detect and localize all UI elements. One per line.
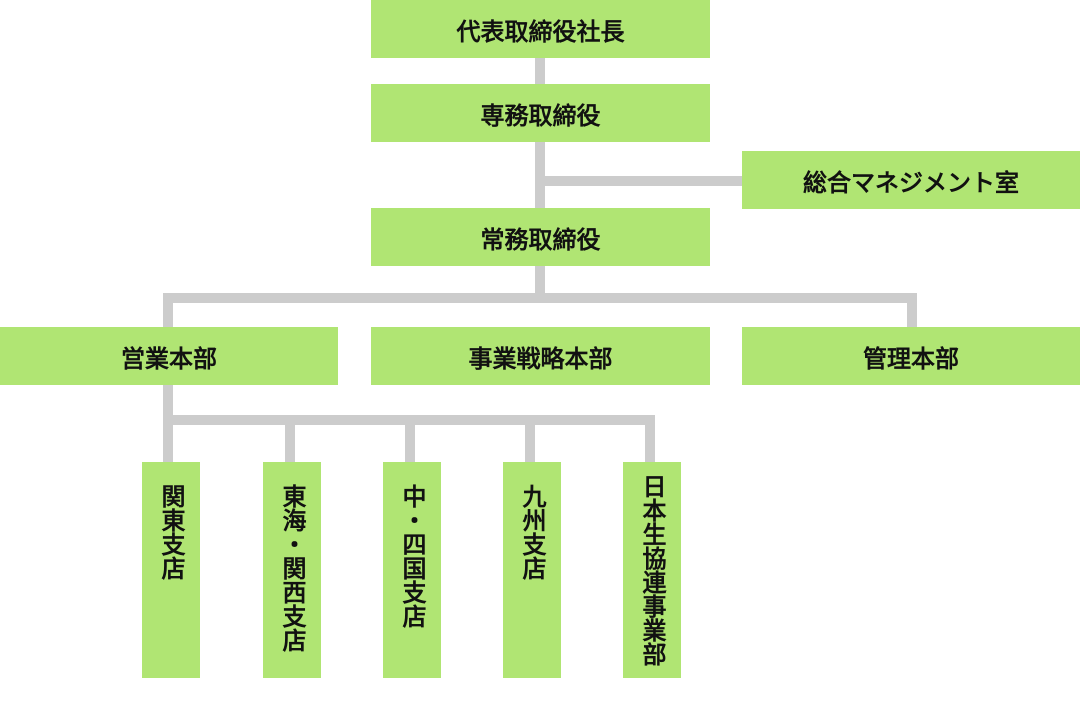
president-box: 代表取締役社長: [371, 0, 710, 58]
connector-president-senior: [535, 58, 545, 84]
connector-branch-5: [645, 415, 655, 463]
admin-division-box: 管理本部: [742, 327, 1080, 385]
sales-division-box: 営業本部: [0, 327, 338, 385]
senior-md-box: 専務取締役: [371, 84, 710, 142]
connector-branch-3: [405, 415, 415, 463]
connector-senior-md: [535, 142, 545, 208]
md-box: 常務取締役: [371, 208, 710, 266]
connector-sales-branches: [163, 385, 173, 425]
connector-sales-drop: [163, 293, 173, 327]
connector-branch-2: [285, 415, 295, 463]
connector-branch-4: [525, 415, 535, 463]
strategy-division-box: 事業戦略本部: [371, 327, 710, 385]
admin-division-label: 管理本部: [863, 344, 959, 373]
connector-mgmt-office: [540, 176, 742, 186]
branch-box-coop: 日本生協連事業部: [623, 462, 681, 678]
branch-box-tokai-kansai: 東海・関西支店: [263, 462, 321, 678]
connector-admin-drop: [907, 293, 917, 327]
branch-label-kyushu: 九州支店: [518, 484, 546, 580]
md-label: 常務取締役: [480, 225, 601, 254]
branch-box-chugoku-shikoku: 中・四国支店: [383, 462, 441, 678]
connector-branch-1: [163, 415, 173, 463]
branch-label-chugoku-shikoku: 中・四国支店: [398, 484, 426, 628]
mgmt-office-box: 総合マネジメント室: [742, 151, 1080, 209]
branch-label-kanto: 関東支店: [157, 484, 185, 580]
branch-box-kanto: 関東支店: [142, 462, 200, 678]
senior-md-label: 専務取締役: [480, 101, 601, 130]
strategy-division-label: 事業戦略本部: [468, 344, 613, 373]
branch-label-coop: 日本生協連事業部: [638, 474, 666, 666]
connector-md-divisions: [535, 266, 545, 298]
sales-division-label: 営業本部: [121, 344, 217, 373]
branch-box-kyushu: 九州支店: [503, 462, 561, 678]
connector-divisions-bar: [163, 293, 917, 303]
branch-label-tokai-kansai: 東海・関西支店: [278, 484, 306, 652]
mgmt-office-label: 総合マネジメント室: [803, 168, 1019, 197]
president-label: 代表取締役社長: [456, 17, 625, 46]
